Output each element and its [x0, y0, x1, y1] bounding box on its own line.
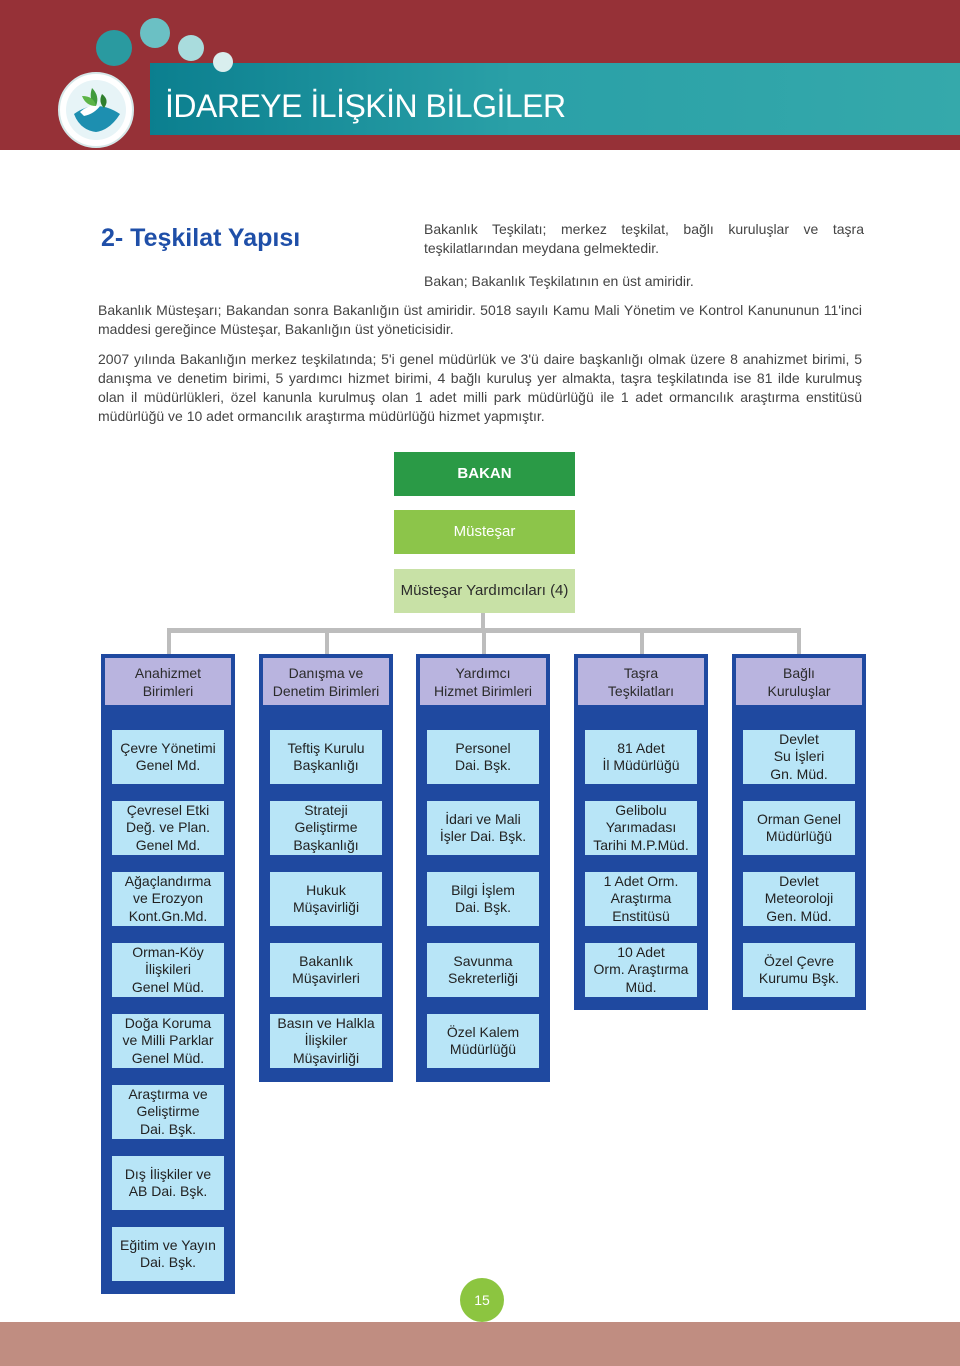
org-unit-box: Hukuk Müşavirliği: [270, 872, 382, 926]
org-box-mustesar-yardimcilari: Müsteşar Yardımcıları (4): [394, 569, 575, 613]
org-unit-box: 10 Adet Orm. Araştırma Müd.: [585, 943, 697, 997]
org-unit-box: İdari ve Mali İşler Dai. Bşk.: [427, 801, 539, 855]
org-unit-box: Devlet Su İşleri Gn. Müd.: [743, 730, 855, 784]
org-unit-box: Özel Kalem Müdürlüğü: [427, 1014, 539, 1068]
org-unit-box: Strateji Geliştirme Başkanlığı: [270, 801, 382, 855]
org-unit-box: Orman-Köy İlişkileri Genel Müd.: [112, 943, 224, 997]
org-column-frame: [416, 654, 550, 1082]
page-header-title: İDAREYE İLİŞKİN BİLGİLER: [165, 87, 566, 124]
ministry-logo: [58, 72, 134, 148]
org-unit-box: Personel Dai. Bşk.: [427, 730, 539, 784]
intro-paragraph: Bakan; Bakanlık Teşkilatının en üst amir…: [424, 273, 694, 289]
org-connector: [482, 628, 486, 654]
org-unit-box: Devlet Meteoroloji Gen. Müd.: [743, 872, 855, 926]
org-unit-box: 1 Adet Orm. Araştırma Enstitüsü: [585, 872, 697, 926]
org-box-bakan: BAKAN: [394, 452, 575, 496]
org-connector: [325, 628, 329, 654]
org-unit-box: Teftiş Kurulu Başkanlığı: [270, 730, 382, 784]
decorative-dot: [96, 30, 132, 66]
org-unit-box: Basın ve Halkla İlişkiler Müşavirliği: [270, 1014, 382, 1068]
decorative-dot: [140, 18, 170, 48]
ministry-logo-icon: [66, 80, 126, 140]
decorative-dot: [213, 52, 233, 72]
org-unit-box: Gelibolu Yarımadası Tarihi M.P.Müd.: [585, 801, 697, 855]
intro-text: Bakanlık Teşkilatı; merkez teşkilat, bağ…: [424, 220, 864, 291]
footer-band: [0, 1322, 960, 1366]
body-paragraph: 2007 yılında Bakanlığın merkez teşkilatı…: [98, 351, 862, 424]
org-column-header: Danışma ve Denetim Birimleri: [263, 658, 389, 705]
section-title: 2- Teşkilat Yapısı: [101, 224, 301, 252]
org-unit-box: Eğitim ve Yayın Dai. Bşk.: [112, 1227, 224, 1281]
org-unit-box: Bakanlık Müşavirleri: [270, 943, 382, 997]
org-unit-box: Orman Genel Müdürlüğü: [743, 801, 855, 855]
org-column-frame: [259, 654, 393, 1082]
org-unit-box: Çevre Yönetimi Genel Md.: [112, 730, 224, 784]
org-column-header: Yardımcı Hizmet Birimleri: [420, 658, 546, 705]
org-unit-box: Savunma Sekreterliği: [427, 943, 539, 997]
page-number: 15: [460, 1278, 504, 1322]
org-column-header: Bağlı Kuruluşlar: [736, 658, 862, 705]
org-connector: [797, 628, 801, 654]
org-column-header: Anahizmet Birimleri: [105, 658, 231, 705]
org-unit-box: Doğa Koruma ve Milli Parklar Genel Müd.: [112, 1014, 224, 1068]
org-unit-box: 81 Adet İl Müdürlüğü: [585, 730, 697, 784]
org-column-header: Taşra Teşkilatları: [578, 658, 704, 705]
org-unit-box: Bilgi İşlem Dai. Bşk.: [427, 872, 539, 926]
org-unit-box: Ağaçlandırma ve Erozyon Kont.Gn.Md.: [112, 872, 224, 926]
intro-paragraph: Bakanlık Teşkilatı; merkez teşkilat, bağ…: [424, 221, 864, 256]
decorative-dot: [178, 35, 204, 61]
org-box-mustesar: Müsteşar: [394, 510, 575, 554]
org-connector: [167, 628, 171, 654]
org-connector: [640, 628, 644, 654]
org-unit-box: Dış İlişkiler ve AB Dai. Bşk.: [112, 1156, 224, 1210]
org-unit-box: Araştırma ve Geliştirme Dai. Bşk.: [112, 1085, 224, 1139]
org-connector: [481, 613, 485, 630]
header-title-bar: [150, 63, 960, 135]
org-unit-box: Çevresel Etki Değ. ve Plan. Genel Md.: [112, 801, 224, 855]
body-paragraph: Bakanlık Müsteşarı; Bakandan sonra Bakan…: [98, 302, 862, 337]
org-unit-box: Özel Çevre Kurumu Bşk.: [743, 943, 855, 997]
